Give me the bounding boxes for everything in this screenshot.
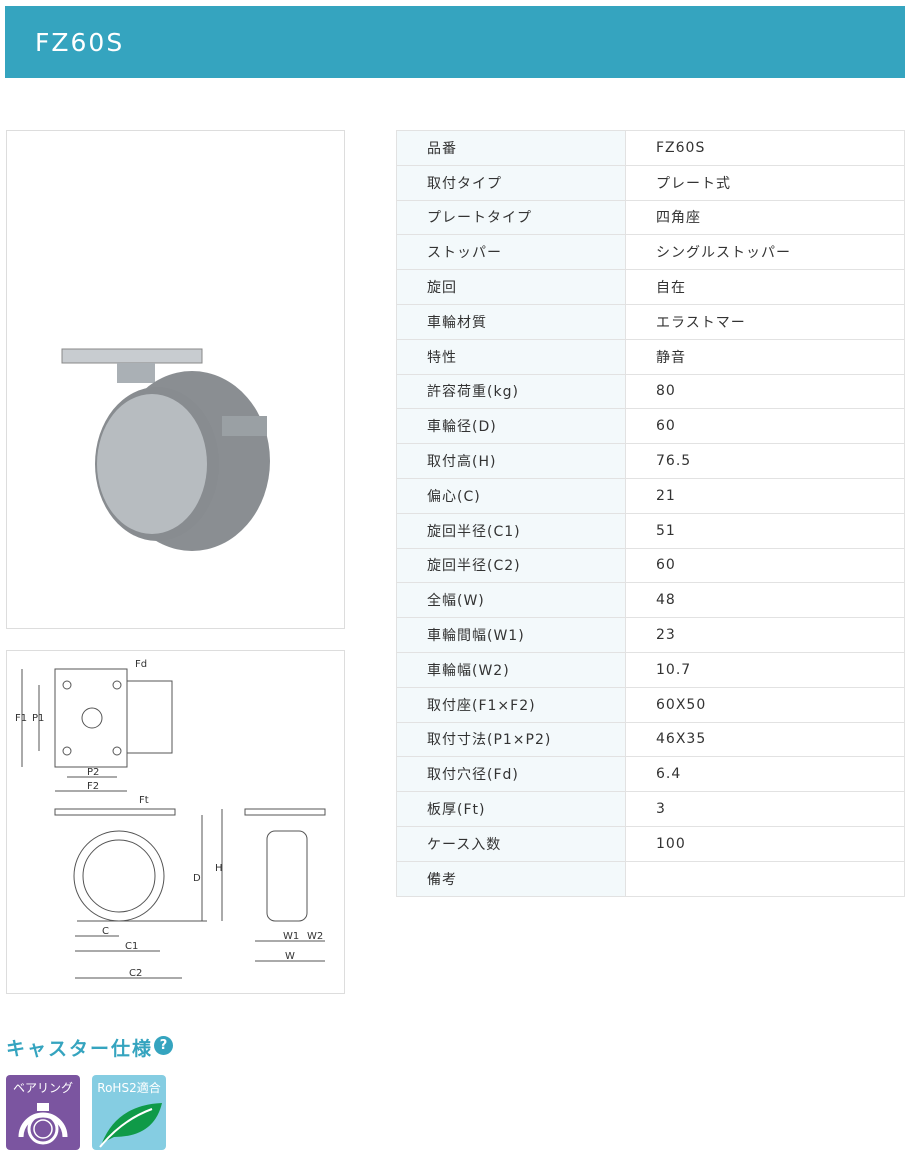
spec-label: 取付寸法(P1×P2)	[396, 721, 626, 758]
label-w2: W2	[307, 931, 323, 942]
spec-row: 備考	[396, 860, 905, 897]
caster-image	[61, 348, 270, 551]
spec-value: 21	[625, 477, 905, 514]
spec-label: 許容荷重(kg)	[396, 373, 626, 410]
label-ft: Ft	[139, 795, 149, 806]
spec-value: 60	[625, 408, 905, 445]
page-header: FZ60S	[5, 6, 905, 78]
spec-value: FZ60S	[625, 130, 905, 166]
spec-row: 偏心(C)21	[396, 477, 905, 514]
label-w1: W1	[283, 931, 299, 942]
spec-value: 四角座	[625, 199, 905, 236]
spec-label: 取付タイプ	[396, 164, 626, 201]
label-c2: C2	[129, 968, 142, 979]
spec-value: 静音	[625, 338, 905, 375]
spec-value: 100	[625, 825, 905, 862]
spec-value: 46X35	[625, 721, 905, 758]
spec-value	[625, 860, 905, 897]
spec-label: 偏心(C)	[396, 477, 626, 514]
spec-label: 車輪材質	[396, 303, 626, 340]
spec-row: 旋回半径(C2)60	[396, 547, 905, 584]
label-f1: F1	[15, 713, 27, 724]
spec-row: 旋回半径(C1)51	[396, 512, 905, 549]
spec-label: 車輪幅(W2)	[396, 651, 626, 688]
spec-label: 品番	[396, 130, 626, 166]
spec-value: 80	[625, 373, 905, 410]
spec-row: 車輪径(D)60	[396, 408, 905, 445]
spec-value: プレート式	[625, 164, 905, 201]
spec-value: 60X50	[625, 686, 905, 723]
spec-row: 取付高(H)76.5	[396, 443, 905, 479]
spec-label: 車輪間幅(W1)	[396, 617, 626, 653]
bearing-badge: ベアリング	[6, 1075, 80, 1150]
spec-value: 23	[625, 617, 905, 653]
rohs-badge: RoHS2適合	[92, 1075, 166, 1150]
spec-label: 旋回半径(C2)	[396, 547, 626, 584]
spec-label: 備考	[396, 860, 626, 897]
spec-value: 10.7	[625, 651, 905, 688]
spec-label: プレートタイプ	[396, 199, 626, 236]
spec-row: 車輪材質エラストマー	[396, 303, 905, 340]
spec-row: 取付座(F1×F2)60X50	[396, 686, 905, 723]
spec-label: 特性	[396, 338, 626, 375]
spec-value: 3	[625, 791, 905, 827]
label-c1: C1	[125, 941, 138, 952]
label-f2: F2	[87, 781, 99, 792]
spec-label: ケース入数	[396, 825, 626, 862]
label-h: H	[215, 863, 223, 874]
spec-value: 6.4	[625, 756, 905, 793]
spec-value: 76.5	[625, 443, 905, 479]
label-p1: P1	[32, 713, 44, 724]
spec-label: 取付穴径(Fd)	[396, 756, 626, 793]
spec-label: 板厚(Ft)	[396, 791, 626, 827]
product-photo	[6, 130, 345, 629]
label-p2: P2	[87, 767, 99, 778]
dimension-svg: Fd F1 P1 P2 F2 Ft H D C C1 C2 W1 W2 W	[15, 659, 326, 979]
spec-label: 取付座(F1×F2)	[396, 686, 626, 723]
bearing-icon	[18, 1103, 68, 1145]
label-w: W	[285, 951, 295, 962]
spec-label: 旋回半径(C1)	[396, 512, 626, 549]
spec-value: 60	[625, 547, 905, 584]
spec-row: 取付タイププレート式	[396, 164, 905, 201]
spec-row: 板厚(Ft)3	[396, 791, 905, 827]
spec-row: 車輪幅(W2)10.7	[396, 651, 905, 688]
spec-value: 自在	[625, 269, 905, 305]
bearing-badge-label: ベアリング	[12, 1081, 73, 1095]
spec-row: 特性静音	[396, 338, 905, 375]
help-icon[interactable]: ?	[154, 1036, 173, 1055]
spec-row: 旋回自在	[396, 269, 905, 305]
spec-label: ストッパー	[396, 234, 626, 271]
spec-row: 許容荷重(kg)80	[396, 373, 905, 410]
spec-label: 全幅(W)	[396, 582, 626, 619]
spec-value: 51	[625, 512, 905, 549]
rohs-badge-label: RoHS2適合	[97, 1081, 161, 1095]
leaf-icon	[99, 1103, 162, 1148]
label-d: D	[193, 873, 201, 884]
spec-row: ストッパーシングルストッパー	[396, 234, 905, 271]
caster-spec-heading: キャスター仕様	[6, 1038, 154, 1060]
spec-label: 取付高(H)	[396, 443, 626, 479]
spec-value: シングルストッパー	[625, 234, 905, 271]
spec-row: 車輪間幅(W1)23	[396, 617, 905, 653]
spec-label: 車輪径(D)	[396, 408, 626, 445]
spec-value: 48	[625, 582, 905, 619]
spec-row: プレートタイプ四角座	[396, 199, 905, 236]
spec-row: 取付寸法(P1×P2)46X35	[396, 721, 905, 758]
spec-row: 全幅(W)48	[396, 582, 905, 619]
page-title: FZ60S	[35, 28, 125, 57]
label-c: C	[102, 926, 109, 937]
dimension-drawing: Fd F1 P1 P2 F2 Ft H D C C1 C2 W1 W2 W	[6, 650, 345, 994]
spec-label: 旋回	[396, 269, 626, 305]
spec-value: エラストマー	[625, 303, 905, 340]
spec-row: 取付穴径(Fd)6.4	[396, 756, 905, 793]
label-fd: Fd	[135, 659, 147, 670]
